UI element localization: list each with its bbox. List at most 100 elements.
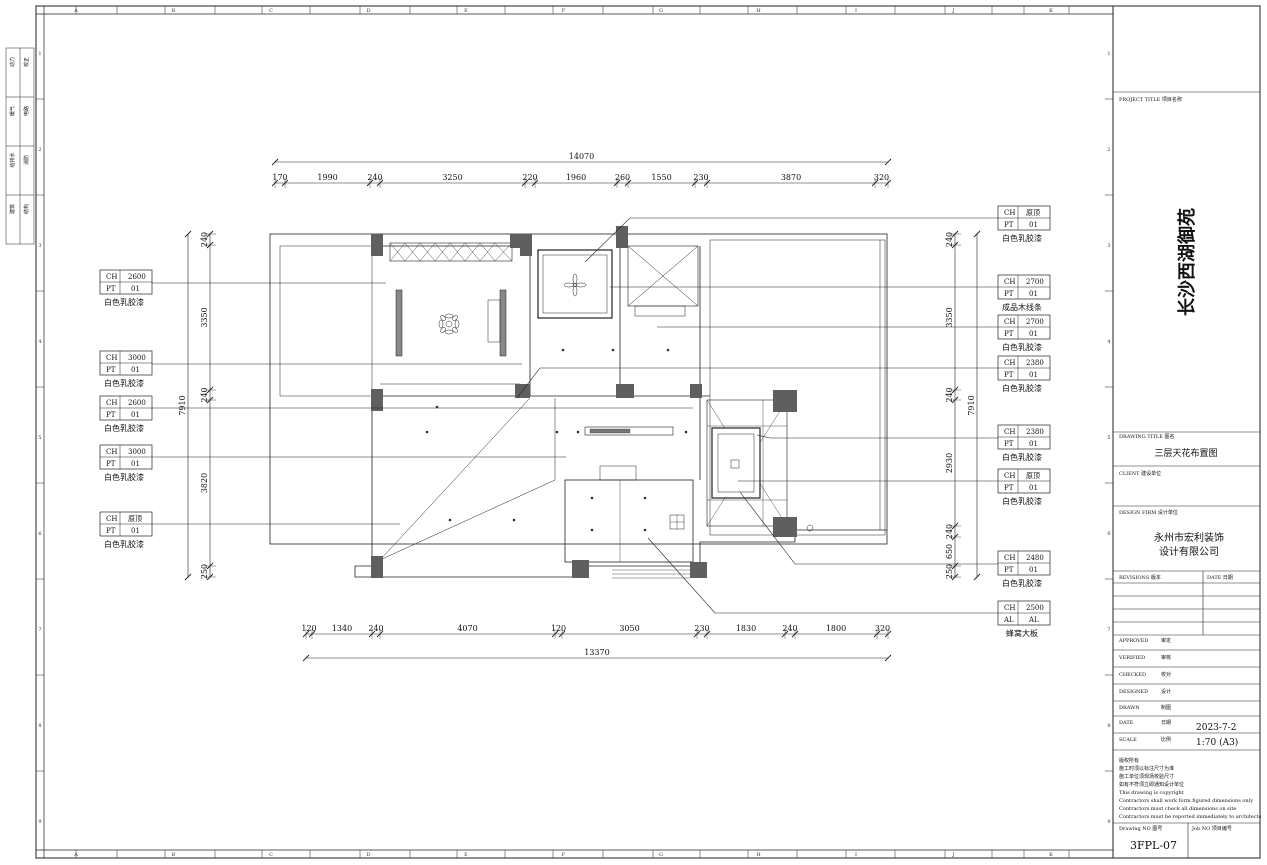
entry-steps [612,569,690,579]
structural-columns [371,226,797,578]
tag-ch-label: CH [1004,472,1015,480]
dim-value: 3820 [200,473,209,493]
tag-pt-label: PT [1004,290,1014,298]
verified-cn: 审核 [1161,654,1171,661]
tag-pt-label: PT [1004,330,1014,338]
designed-label: DESIGNED [1119,689,1148,695]
date-label: DATE [1119,720,1134,726]
wardrobe [389,242,513,262]
stair-landing [634,305,686,317]
grid-row-label: 5 [38,435,41,441]
bathroom-cabinet [706,399,788,527]
downlight-icon [684,430,688,434]
dim-value: 3250 [442,173,462,182]
dim-value: 170 [272,173,287,182]
tag-ch-value: 3000 [128,354,146,362]
checked-cn: 校对 [1161,671,1171,678]
note-line: Contractors shall work form figured dime… [1119,798,1253,804]
tag-pt-label: PT [106,366,116,374]
grid-row-label: 9 [38,819,41,825]
tag-caption: 白色乳胶漆 [104,472,144,482]
stamp-label: 结构 [23,204,30,214]
sheet-border [35,5,1261,859]
tag-ch-value: 2380 [1026,359,1044,367]
client-label: CLIENT 建设单位 [1119,470,1161,477]
grid-col-label: H [756,8,761,14]
stamp-label: 消防 [23,155,30,165]
revisions-date-label: DATE 日期 [1207,575,1233,581]
tag-caption: 白色乳胶漆 [104,297,144,307]
tag-ch-label: CH [1004,554,1015,562]
leader-line [584,217,998,263]
tag-ch-label: CH [1004,359,1015,367]
wall-light-right [499,289,507,357]
dim-value: 3350 [945,307,954,327]
stamp-label: 动力 [9,57,16,67]
tag-pt-value: 01 [1029,440,1038,448]
grid-col-label: B [172,852,176,858]
tag-caption: 白色乳胶漆 [104,378,144,388]
grid-col-label: A [73,8,78,14]
verified-label: VERIFIED [1118,655,1145,661]
dim-value: 240 [200,232,209,247]
wall-south-step [354,396,700,578]
tag-caption: 白色乳胶漆 [104,539,144,549]
dim-value: 230 [693,173,708,182]
tag-ch-value: 原顶 [1026,209,1040,217]
grid-row-label: 1 [1107,51,1110,57]
tag-pt-value: 01 [1029,566,1038,574]
material-tag: CH 2600 PT 01 白色乳胶漆 [99,395,153,433]
downlight-icon [590,496,594,500]
title-block [1113,91,1260,858]
dim-value: 4070 [457,624,477,633]
grid-row-label: 8 [1107,723,1110,729]
material-tag: CH 2500 AL AL 蜂窝大板 [997,600,1051,638]
kitchen-ceiling [564,479,694,563]
scale-value: 1:70 (A3) [1196,737,1238,748]
tag-pt-value: 01 [131,366,140,374]
scale-label: SCALE [1119,737,1137,743]
grid-col-label: H [756,852,761,858]
dim-tick [184,573,192,581]
note-line: 如有不符须立即通知设计单位 [1119,781,1184,788]
downlight-icon [611,348,615,352]
tag-pt-label: PT [106,285,116,293]
material-tag: CH 3000 PT 01 白色乳胶漆 [99,444,153,482]
tag-ch-label: CH [1004,428,1015,436]
dim-value: 250 [200,564,209,579]
dim-tick [973,573,981,581]
material-tag: CH 2480 PT 01 白色乳胶漆 [997,550,1051,588]
wall-east [699,529,887,566]
grid-row-label: 9 [1107,819,1110,825]
outer-wall [269,233,888,545]
tag-pt-value: 01 [131,411,140,419]
column [616,384,634,398]
grid-col-label: I [855,8,857,14]
balcony [709,239,886,536]
dim-tick [884,654,892,662]
dim-value: 320 [875,624,890,633]
title-block-text: PROJECT TITLE 项目名称 长沙西湖御苑 DRAWING TITLE … [1118,96,1262,852]
dim-value: 1830 [736,624,756,633]
light-fixtures [438,273,587,335]
column [371,556,383,578]
tag-ch-label: CH [106,273,117,281]
tag-pt-label: PT [1004,221,1014,229]
tag-ch-label: CH [1004,278,1015,286]
tag-ch-label: CH [1004,318,1015,326]
dim-value: 220 [522,173,537,182]
column [690,384,702,398]
dim-value: 230 [694,624,709,633]
column [520,234,532,256]
grid-row-label: 4 [1107,339,1110,345]
drawn-cn: 制图 [1161,704,1171,711]
tag-ch-label: CH [1004,209,1015,217]
material-tag: CH 2700 PT 01 白色乳胶漆 [997,314,1051,352]
downlight-icon [576,430,580,434]
left-stamp-column: 动力校正暖气电路给排水消防建筑结构 [5,47,35,245]
note-line: This drawing is copyright [1119,790,1184,796]
dim-value: 1960 [566,173,586,182]
dim-value: 1800 [826,624,846,633]
grid-row-label: 1 [38,51,41,57]
